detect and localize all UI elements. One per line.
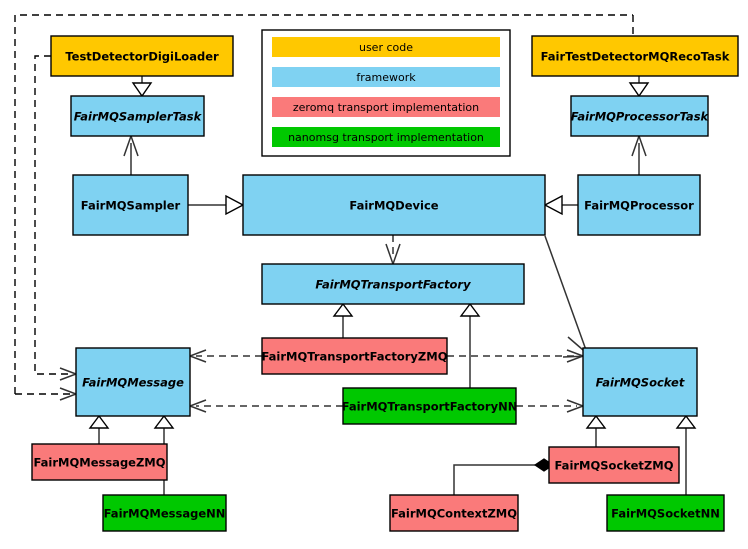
class-box[interactable]: [72, 174, 189, 236]
legend-label: zeromq transport implementation: [293, 101, 479, 114]
legend-item-zeromq: zeromq transport implementation: [272, 97, 500, 117]
class-box[interactable]: [31, 443, 168, 481]
legend-item-nanomsg: nanomsg transport implementation: [272, 127, 500, 147]
class-name-label: FairMQProcessorTask: [571, 110, 710, 124]
arrowhead-generalization-device-left: [225, 194, 245, 216]
class-name-label: FairMQDevice: [349, 199, 438, 213]
class-name-label: FairMQMessage: [82, 376, 184, 390]
class-box[interactable]: [342, 387, 517, 425]
class-box[interactable]: [261, 337, 448, 375]
arrowhead-generalization-socketzmq: [585, 414, 607, 429]
class-box[interactable]: [261, 263, 525, 305]
class-box[interactable]: [577, 174, 701, 236]
arrowhead-generalization-messagezmq: [88, 414, 110, 429]
class-box[interactable]: [75, 347, 191, 417]
class-box[interactable]: [50, 35, 234, 77]
class-node-fairmqsocket[interactable]: FairMQSocket: [582, 347, 698, 417]
class-name-label: FairMQProcessor: [584, 199, 694, 213]
class-name-label: FairMQSocketZMQ: [555, 459, 674, 473]
class-box[interactable]: [570, 95, 709, 137]
frame-inner-digiloader-to-message: [34, 55, 70, 375]
outer-dependency-frame: [14, 14, 634, 401]
class-name-label: FairMQContextZMQ: [391, 507, 517, 521]
class-box[interactable]: [606, 494, 725, 532]
class-node-fairmqprocessortask[interactable]: FairMQProcessorTask: [570, 95, 710, 137]
class-node-fairmqcontextzmq[interactable]: FairMQContextZMQ: [389, 494, 519, 532]
class-node-fairmqdevice[interactable]: FairMQDevice: [242, 174, 546, 236]
class-box[interactable]: [531, 35, 739, 77]
frame-outer-path: [14, 14, 633, 394]
class-name-label: FairTestDetectorMQRecoTask: [541, 50, 730, 64]
class-node-fairtestdetectormqrecotask[interactable]: FairTestDetectorMQRecoTask: [531, 35, 739, 77]
arrowhead-generalization-tfzmq: [332, 302, 354, 317]
class-name-label: TestDetectorDigiLoader: [65, 50, 219, 64]
class-name-label: FairMQSocketNN: [611, 507, 720, 521]
class-node-fairmqtransportfactorynn[interactable]: FairMQTransportFactoryNN: [342, 387, 518, 425]
class-node-fairmqprocessor[interactable]: FairMQProcessor: [577, 174, 701, 236]
class-node-fairmqmessage[interactable]: FairMQMessage: [75, 347, 191, 417]
class-name-label: FairMQMessageZMQ: [33, 456, 165, 470]
arrowhead-generalization-samplertask: [131, 82, 153, 98]
class-name-label: FairMQSampler: [81, 199, 181, 213]
class-node-fairmqtransportfactoryzmq[interactable]: FairMQTransportFactoryZMQ: [261, 337, 448, 375]
class-name-label: FairMQTransportFactoryZMQ: [261, 350, 447, 364]
class-name-label: FairMQSamplerTask: [74, 110, 203, 124]
arrowhead-generalization-processortask: [628, 82, 650, 98]
class-name-label: FairMQSocket: [596, 376, 685, 390]
legend-label: user code: [359, 41, 413, 54]
class-node-fairmqtransportfactory[interactable]: FairMQTransportFactory: [261, 263, 525, 305]
class-node-fairmqmessagezmq[interactable]: FairMQMessageZMQ: [31, 443, 168, 481]
class-box[interactable]: [548, 446, 680, 484]
class-node-fairmqsocketzmq[interactable]: FairMQSocketZMQ: [548, 446, 680, 484]
class-box[interactable]: [70, 95, 205, 137]
class-box[interactable]: [389, 494, 519, 532]
class-box[interactable]: [582, 347, 698, 417]
legend-items: user code framework zeromq transport imple…: [272, 37, 500, 147]
arrowhead-generalization-messagenn: [153, 414, 175, 429]
class-node-fairmqsocketnn[interactable]: FairMQSocketNN: [606, 494, 725, 532]
edge-device-socket: [544, 235, 587, 351]
legend-item-framework: framework: [272, 67, 500, 87]
class-node-testdetectordigiloader[interactable]: TestDetectorDigiLoader: [50, 35, 234, 77]
class-box[interactable]: [102, 494, 227, 532]
legend-swatch: [272, 127, 500, 147]
legend-swatch: [272, 67, 500, 87]
arrowhead-generalization-tfnn: [459, 302, 481, 317]
arrowhead-generalization-device-right: [543, 194, 563, 216]
class-node-fairmqmessagenn[interactable]: FairMQMessageNN: [102, 494, 227, 532]
legend-panel: user code framework zeromq transport imple…: [261, 29, 511, 157]
legend-label: framework: [356, 71, 416, 84]
class-node-fairmqsampler[interactable]: FairMQSampler: [72, 174, 189, 236]
class-name-label: FairMQTransportFactory: [315, 278, 471, 292]
arrowhead-generalization-socketnn: [675, 414, 697, 429]
class-box[interactable]: [242, 174, 546, 236]
node-layer: TestDetectorDigiLoader FairTestDetectorMQ…: [31, 35, 739, 532]
legend-label: nanomsg transport implementation: [288, 131, 484, 144]
legend-item-user-code: user code: [272, 37, 500, 57]
legend-swatch: [272, 97, 500, 117]
class-node-fairmqsamplertask[interactable]: FairMQSamplerTask: [70, 95, 205, 137]
class-name-label: FairMQTransportFactoryNN: [342, 400, 518, 414]
class-name-label: FairMQMessageNN: [104, 507, 226, 521]
legend-swatch: [272, 37, 500, 57]
edge-contextzmq-socketzmq: [453, 464, 535, 495]
